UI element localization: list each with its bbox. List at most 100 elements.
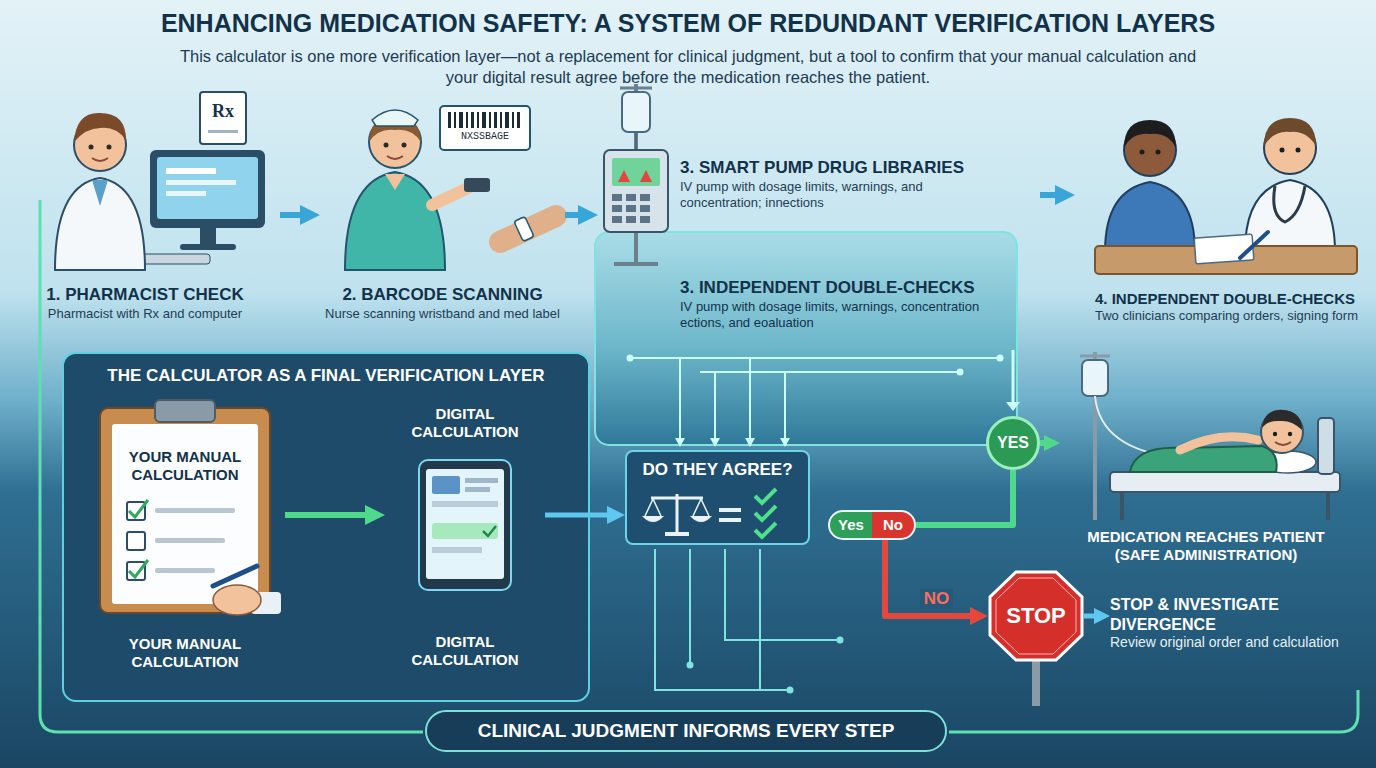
manual-calculation-clipboard-art-part	[155, 400, 215, 422]
patient-illustration-part	[1080, 355, 1110, 358]
patient-illustration-part	[1110, 472, 1340, 492]
step-title: 2. BARCODE SCANNING	[320, 285, 565, 306]
digital-calculation-tablet-art-part	[465, 478, 498, 483]
nurse-illustration-part-part	[489, 112, 491, 128]
smart-pump-illustration-part-part	[612, 194, 622, 201]
pharmacist-illustration-part	[150, 150, 265, 228]
flow-hint-line	[1012, 350, 1015, 402]
nurse-illustration-part	[387, 156, 403, 159]
digital-calculation-tablet-art-part	[465, 487, 490, 492]
nurse-illustration-part-part	[459, 112, 463, 128]
pharmacist-illustration-part	[180, 244, 236, 250]
clinicians-illustration-part	[1124, 120, 1176, 148]
flow-arrow	[280, 212, 308, 218]
investigation-note: STOP & INVESTIGATE DIVERGENCEReview orig…	[1110, 595, 1350, 675]
workflow-loop	[40, 200, 1358, 732]
pharmacist-illustration-part	[166, 180, 236, 185]
decision-box-art-part	[642, 516, 664, 522]
toggle-no: No	[872, 512, 914, 538]
decision-box-art-part	[665, 532, 689, 536]
manual-calculation-clipboard-art-part	[213, 585, 261, 615]
flow-hint-head	[1006, 402, 1020, 411]
nurse-illustration-part	[402, 143, 407, 148]
decision-box-art-part	[719, 518, 741, 522]
flow-arrow	[916, 470, 1013, 525]
smart-pump-illustration-part-part	[612, 216, 622, 223]
circuit-nodes-part	[627, 355, 634, 362]
manual-calculation-clipboard-art-part	[155, 568, 215, 573]
step-card: 1. PHARMACIST CHECKPharmacist with Rx an…	[10, 85, 280, 330]
clipboard-caption: YOUR MANUAL CALCULATION	[85, 635, 285, 672]
pharmacist-illustration-part	[92, 180, 108, 206]
lower-circuit-nodes-part	[787, 687, 794, 694]
pharmacist-illustration-part	[157, 157, 258, 219]
patient-illustration-part	[1120, 492, 1124, 520]
tablet-heading: DIGITAL CALCULATION	[385, 405, 545, 442]
panel-heading: THE CALCULATOR AS A FINAL VERIFICATION L…	[76, 366, 576, 387]
nurse-illustration-part	[514, 216, 534, 241]
clinicians-illustration-part	[1280, 148, 1285, 153]
flow-arrow	[1040, 440, 1050, 446]
decision-box-art-part	[755, 506, 776, 520]
nurse-illustration-part-part	[482, 112, 486, 128]
smart-pump-illustration-part	[635, 132, 637, 150]
smart-pump-illustration-part	[620, 87, 652, 90]
smart-pump-illustration	[604, 84, 668, 264]
lower-circuit-traces	[655, 549, 840, 690]
manual-calculation-clipboard-art-part	[213, 566, 257, 586]
circuit-nodes-part	[710, 438, 720, 447]
digital-calculation-tablet-art-part	[426, 469, 504, 579]
investigation-description: Review original order and calculation	[1110, 634, 1345, 651]
flow-arrow	[545, 513, 614, 518]
decision-text: DO THEY AGREE?	[627, 460, 808, 481]
patient-illustration-part	[1273, 432, 1277, 436]
patient-illustration-part	[1275, 442, 1291, 445]
digital-calculation-tablet: DIGITAL CALCULATIONDIGITAL CALCULATION	[385, 405, 545, 680]
step-card: 2. BARCODE SCANNINGNurse scanning wristb…	[320, 85, 565, 330]
lower-circuit-traces-part	[759, 549, 761, 690]
smart-pump-illustration-part-part	[640, 205, 650, 212]
digital-calculation-tablet-art-part	[432, 523, 498, 539]
manual-calculation-clipboard-art-part	[112, 424, 258, 604]
clinicians-illustration-part	[1140, 150, 1145, 155]
nurse-illustration-part-part	[471, 112, 474, 128]
flow-arrow	[1084, 614, 1100, 619]
decision-box-art-part	[676, 494, 679, 534]
nurse-illustration-part	[372, 110, 418, 126]
circuit-traces	[630, 358, 1000, 440]
nurse-illustration-part-part	[500, 112, 502, 128]
smart-pump-illustration-part-part	[640, 194, 650, 201]
rx-symbol-holder: Rx	[205, 100, 241, 123]
nurse-illustration-part-part	[517, 112, 520, 128]
clipboard-heading: YOUR MANUAL CALCULATION	[115, 448, 255, 485]
smart-pump-illustration-part-part	[626, 205, 636, 212]
lower-circuit-nodes-part	[687, 662, 694, 669]
nurse-illustration-part-part	[466, 112, 468, 128]
step-description: Pharmacist with Rx and computer	[10, 306, 280, 322]
smart-pump-illustration-part	[614, 262, 658, 266]
lower-circuit-traces-part	[725, 549, 840, 640]
patient-illustration-part	[1288, 432, 1292, 436]
edge-label: NO	[920, 589, 954, 609]
nurse-illustration-part	[500, 216, 556, 242]
digital-calculation-tablet-art-part	[483, 526, 496, 536]
digital-calculation-tablet-art-part	[419, 460, 511, 590]
pharmacist-illustration-part	[55, 178, 145, 270]
pharmacist-illustration	[55, 92, 265, 270]
smart-pump-illustration-part	[612, 158, 660, 186]
toggle-yes: Yes	[830, 512, 872, 538]
clinicians-illustration-part	[1296, 148, 1301, 153]
manual-calculation-clipboard-art-part	[129, 560, 148, 577]
clinical-judgment-bar: CLINICAL JUDGMENT INFORMS EVERY STEP	[425, 710, 947, 752]
smart-pump-illustration-part	[604, 150, 668, 232]
step-description: IV pump with dosage limits, warnings, an…	[680, 179, 970, 211]
clinicians-illustration	[1095, 118, 1357, 274]
clinicians-illustration-part	[1156, 150, 1161, 155]
patient-outcome: MEDICATION REACHES PATIENT (SAFE ADMINIS…	[1060, 345, 1352, 571]
pharmacist-illustration-part	[200, 228, 216, 244]
patient-illustration-part	[1180, 437, 1258, 450]
nurse-illustration-part-part	[448, 112, 451, 128]
decision-box-art-part	[719, 508, 741, 512]
decision-box-art-part	[651, 497, 703, 500]
